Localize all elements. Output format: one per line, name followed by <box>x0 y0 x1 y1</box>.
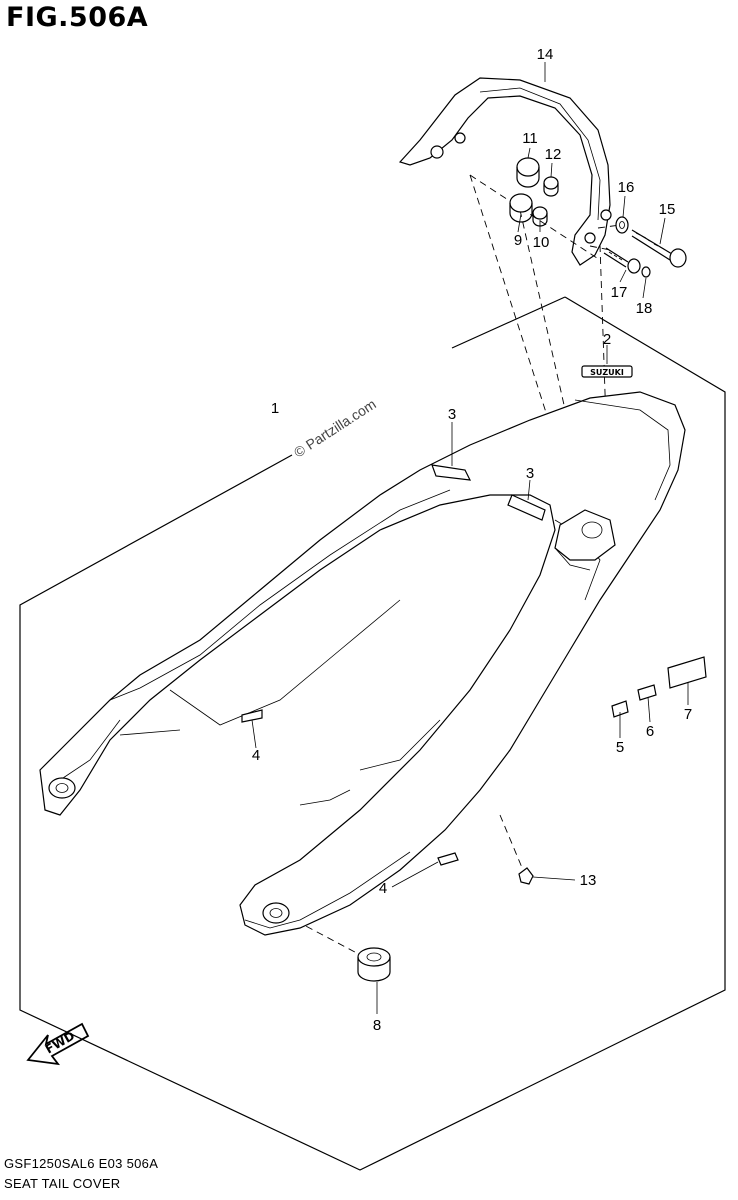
fasteners[interactable] <box>603 216 687 278</box>
callout-11: 11 <box>522 130 538 147</box>
callout-12: 12 <box>545 146 562 163</box>
callout-numbers: 1 2 3 3 4 4 5 6 7 8 9 10 11 12 13 14 15 … <box>252 46 692 1034</box>
grab-rail[interactable] <box>398 77 612 266</box>
suzuki-emblem[interactable]: SUZUKI <box>581 365 633 378</box>
callout-3a: 3 <box>448 406 456 423</box>
callout-18: 18 <box>636 300 653 317</box>
callout-7: 7 <box>684 706 692 723</box>
callout-17: 17 <box>611 284 628 301</box>
callout-9: 9 <box>514 232 522 249</box>
callout-4a: 4 <box>252 747 260 764</box>
grommets[interactable] <box>509 157 559 227</box>
callout-15: 15 <box>659 201 676 218</box>
callout-2: 2 <box>603 331 611 348</box>
callout-3b: 3 <box>526 465 534 482</box>
emblem-text: SUZUKI <box>590 368 624 377</box>
assembly-outline <box>19 296 726 1171</box>
callout-1: 1 <box>271 400 279 417</box>
callout-4b: 4 <box>379 880 387 897</box>
clip-nut[interactable] <box>518 867 534 885</box>
cushion-damper[interactable] <box>357 947 391 982</box>
leader-lines <box>251 62 689 1014</box>
decal-labels[interactable] <box>611 656 707 718</box>
figure-title: FIG.506A <box>6 2 149 33</box>
figure-code: GSF1250SAL6 E03 506A <box>4 1156 159 1171</box>
seat-tail-cover[interactable] <box>39 391 686 936</box>
callout-10: 10 <box>533 234 550 251</box>
callout-13: 13 <box>580 872 597 889</box>
figure-name: SEAT TAIL COVER <box>4 1176 121 1191</box>
fwd-arrow: FWD <box>26 1022 90 1066</box>
callout-5: 5 <box>616 739 624 756</box>
callout-16: 16 <box>618 179 635 196</box>
callout-6: 6 <box>646 723 654 740</box>
callout-14: 14 <box>537 46 554 63</box>
callout-8: 8 <box>373 1017 381 1034</box>
sticker-pads[interactable] <box>241 464 546 866</box>
watermark: © Partzilla.com <box>291 396 379 461</box>
